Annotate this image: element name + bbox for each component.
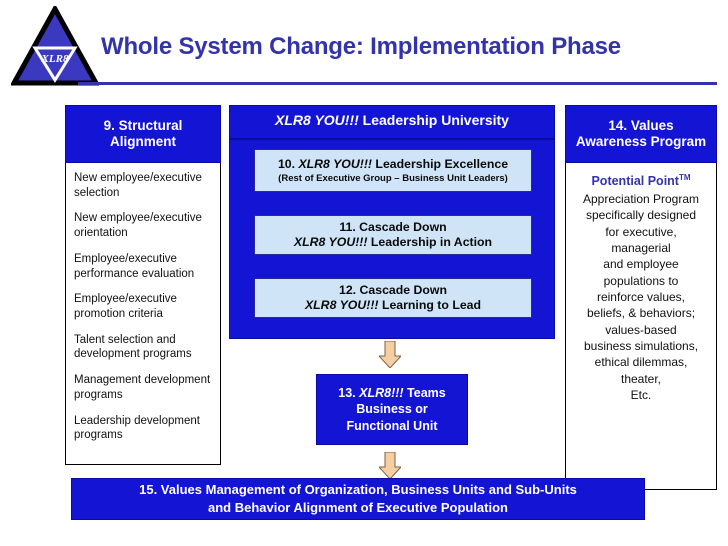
values-awareness-text-line: values-based: [605, 322, 677, 337]
leadership-university-panel: XLR8 YOU!!! Leadership University 10. XL…: [229, 105, 626, 381]
values-awareness-text-line: and employee: [603, 257, 679, 272]
brand-name: XLR8 YOU!!!: [275, 112, 359, 128]
xlr8-logo: XLR8: [11, 6, 99, 86]
values-awareness-text-line: theater,: [620, 371, 662, 386]
values-awareness-body: Potential PointTM Appreciation Program s…: [565, 163, 717, 490]
values-awareness-text-line: for executive,: [605, 224, 677, 239]
brand-name: XLR8 YOU!!!: [298, 156, 373, 171]
values-awareness-text-line: beliefs, & behaviors;: [586, 306, 696, 321]
step-12-line2: XLR8 YOU!!! Learning to Lead: [305, 298, 481, 313]
down-arrow-icon: [379, 452, 401, 479]
step-13-line3: Functional Unit: [346, 418, 438, 433]
leadership-university-title-rest: Leadership University: [358, 112, 509, 128]
down-arrow-icon: [379, 341, 401, 368]
step-13-number: 13.: [338, 386, 360, 401]
list-item: Employee/executive promotion criteria: [74, 293, 177, 321]
step-15-line1: 15. Values Management of Organization, B…: [139, 482, 577, 498]
step-10-subtitle: (Rest of Executive Group – Business Unit…: [278, 172, 508, 184]
structural-alignment-list: New employee/executive selection New emp…: [65, 163, 221, 465]
title-divider: [78, 82, 717, 85]
step-12-cascade-down-learning-to-lead[interactable]: 12. Cascade Down XLR8 YOU!!! Learning to…: [254, 278, 532, 318]
step-10-number: 10.: [277, 156, 299, 171]
brand-name: XLR8 YOU!!!: [293, 235, 368, 249]
step-11-cascade-down-leadership-in-action[interactable]: 11. Cascade Down XLR8 YOU!!! Leadership …: [254, 215, 532, 255]
step-13-xlr8-teams[interactable]: 13. XLR8!!! Teams Business or Functional…: [316, 374, 468, 445]
list-item: Employee/executive performance evaluatio…: [74, 252, 195, 280]
step-10-title-rest: Leadership Excellence: [372, 156, 509, 171]
step-13-line2: Business or: [356, 402, 428, 417]
potential-point-title: Potential PointTM: [572, 173, 710, 190]
step-11-line1: 11. Cascade Down: [339, 219, 447, 234]
step-11-line2-rest: Leadership in Action: [367, 235, 493, 249]
values-awareness-text-line: ethical dilemmas,: [594, 355, 688, 370]
step-12-line2-rest: Learning to Lead: [378, 298, 482, 312]
values-awareness-text-line: Appreciation Program: [582, 192, 700, 207]
values-awareness-text-line: managerial: [611, 241, 671, 256]
step-13-line1-rest: Teams: [403, 386, 446, 401]
values-awareness-text-line: Etc.: [630, 387, 652, 402]
step-11-line2: XLR8 YOU!!! Leadership in Action: [294, 235, 492, 250]
list-item: Management development programs: [74, 374, 211, 401]
list-item: Talent selection and development program…: [74, 333, 192, 361]
trademark-mark: TM: [678, 173, 691, 182]
logo-triangle-icon: XLR8: [11, 6, 99, 86]
list-item: New employee/executive selection: [74, 172, 202, 199]
list-item: Leadership development programs: [74, 414, 200, 442]
structural-alignment-title-line1: 9. Structural: [103, 117, 183, 133]
potential-point-name: Potential Point: [591, 174, 679, 189]
svg-text:XLR8: XLR8: [41, 53, 69, 65]
values-awareness-text-line: reinforce values,: [596, 290, 686, 305]
values-awareness-title-line2: Awareness Program: [575, 134, 707, 149]
brand-name: XLR8!!!: [359, 386, 404, 401]
structural-alignment-title-line2: Alignment: [110, 134, 176, 149]
structural-alignment-column: 9. Structural Alignment New employee/exe…: [65, 105, 221, 465]
step-12-line1: 12. Cascade Down: [339, 282, 447, 297]
values-awareness-column: 14. Values Awareness Program Potential P…: [565, 105, 717, 490]
step-10-leadership-excellence[interactable]: 10. XLR8 YOU!!! Leadership Excellence (R…: [254, 149, 532, 192]
values-awareness-title-line1: 14. Values: [608, 117, 674, 133]
values-awareness-text-line: populations to: [603, 273, 679, 288]
panel-divider: [230, 138, 554, 140]
values-awareness-text-line: business simulations,: [583, 338, 699, 353]
step-15-values-management-bar[interactable]: 15. Values Management of Organization, B…: [71, 478, 645, 520]
structural-alignment-header: 9. Structural Alignment: [65, 105, 221, 163]
values-awareness-text-line: specifically designed: [585, 208, 697, 223]
values-awareness-header: 14. Values Awareness Program: [565, 105, 717, 163]
step-15-line2: and Behavior Alignment of Executive Popu…: [207, 500, 508, 515]
step-13-line1: 13. XLR8!!! Teams: [338, 385, 445, 401]
list-item: New employee/executive orientation: [74, 212, 202, 240]
brand-name: XLR8 YOU!!!: [304, 298, 379, 312]
leadership-university-title: XLR8 YOU!!! Leadership University: [230, 112, 554, 128]
leadership-university-column: XLR8 YOU!!! Leadership University 10. XL…: [229, 105, 626, 381]
step-10-title: 10. XLR8 YOU!!! Leadership Excellence: [278, 157, 508, 171]
page-title: Whole System Change: Implementation Phas…: [101, 33, 621, 60]
